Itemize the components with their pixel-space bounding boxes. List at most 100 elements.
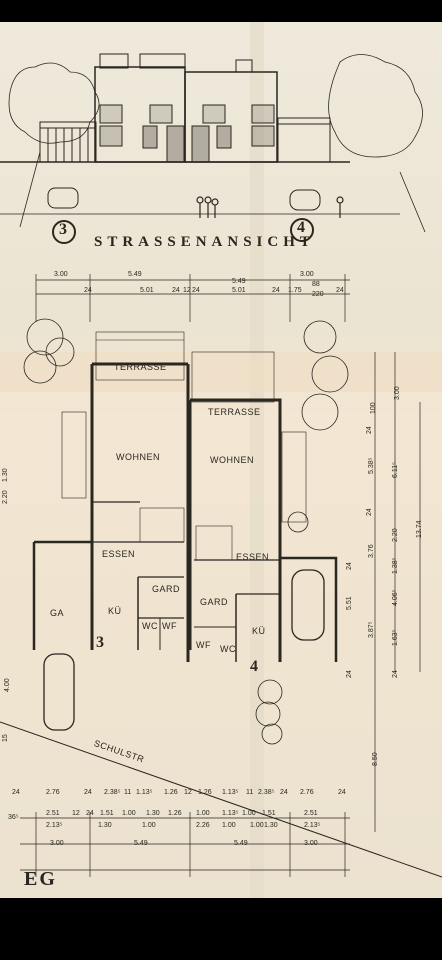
dim-bottom-r2-3: 1.30 (98, 822, 112, 829)
room-essen-left: ESSEN (102, 549, 136, 559)
garage-left-walls (32, 540, 92, 650)
room-gard-left: GARD (152, 584, 181, 594)
dim-bottom-r2-17: 1.00 (250, 822, 264, 829)
dim-right-3: 24 (366, 426, 373, 434)
dim-bottom-r1-14: 2.76 (300, 789, 314, 796)
car-left (47, 187, 79, 209)
dim-right-16: 24 (346, 670, 353, 678)
dim-bottom-r1-3: 24 (84, 789, 92, 796)
dim-bottom-r2-1: 36⁵ (8, 814, 19, 821)
dim-bottom-r1-1: 24 (12, 789, 20, 796)
dim-right-6: 13.74 (416, 520, 423, 538)
dim-bottom-r2-11: 1.26 (168, 810, 182, 817)
dim-top-r2-3: 24 (172, 287, 180, 294)
dim-bottom-r2-14: 1.13⁵ (222, 810, 239, 817)
dim-bottom-r2-2: 2.51 (46, 810, 60, 817)
people-figures (196, 196, 344, 218)
dim-right-8: 2.20 (392, 528, 399, 542)
car-front-left (43, 653, 75, 731)
dim-bottom-r3-2: 5.49 (134, 840, 148, 847)
room-wf-left: WF (162, 621, 177, 631)
dim-bottom-r2-13: 2.26 (196, 822, 210, 829)
dim-right-7: 24 (366, 508, 373, 516)
floor-label: EG (24, 868, 57, 890)
dim-bottom-r1-15: 24 (338, 789, 346, 796)
dim-bottom-r3-4: 3.00 (304, 840, 318, 847)
dim-bottom-r2-10: 1.30 (146, 810, 160, 817)
drawing-title: STRASSENANSICHT (94, 234, 315, 250)
dim-top-3: 5.49 (232, 278, 246, 285)
dim-bottom-r1-6: 1.13⁵ (136, 789, 153, 796)
dim-bottom-r2-12: 1.00 (196, 810, 210, 817)
dim-bottom-r2-20: 2.51 (304, 810, 318, 817)
dim-bottom-r1-4: 2.38⁵ (104, 789, 121, 796)
stairs (61, 411, 307, 561)
dim-right-17: 24 (392, 670, 399, 678)
dim-top-r2-7: 24 (272, 287, 280, 294)
street-elevation (0, 53, 426, 244)
dim-left-4: 15 (2, 734, 9, 742)
dim-right-12: 5.51 (346, 596, 353, 610)
dim-right-13: 4.06⁵ (392, 589, 399, 606)
tree-right (328, 54, 423, 158)
house-number-circle-4 (290, 218, 314, 242)
house-right-facade (184, 71, 278, 163)
dim-top-2: 5.49 (128, 271, 142, 278)
dim-bottom-r2-21: 2.13⁵ (304, 822, 321, 829)
dim-bottom-r2-9: 1.00 (142, 822, 156, 829)
dim-right-1: 3.00 (394, 386, 401, 400)
dim-bottom-r2-18: 1.51 (262, 810, 276, 817)
room-wohnen-right: WOHNEN (210, 455, 254, 465)
house-number-4: 4 (297, 219, 305, 236)
plan-house-number-3: 3 (96, 634, 104, 651)
dim-top-r2-4: 12 (183, 287, 191, 294)
dim-bottom-r2-19: 1.30 (264, 822, 278, 829)
terrace-left (95, 331, 185, 381)
dim-right-10: 3.76 (368, 544, 375, 558)
dim-top-r2-6: 5.01 (232, 287, 246, 294)
room-gard-right: GARD (200, 597, 229, 607)
dim-top-r2-5: 24 (192, 287, 200, 294)
house-4-walls (188, 398, 282, 662)
dim-bottom-r2-6: 24 (86, 810, 94, 817)
room-ga: GA (50, 608, 65, 618)
dim-right-2: 100 (370, 402, 377, 414)
dim-bottom-r3-3: 5.49 (234, 840, 248, 847)
dim-right-4: 5.38⁵ (368, 457, 375, 474)
dim-right-15: 1.63⁵ (392, 629, 399, 646)
dim-right-9: 1.38⁵ (392, 557, 399, 574)
room-wf-right: WF (196, 640, 211, 650)
room-terrasse-right: TERRASSE (208, 407, 261, 417)
dim-left-1: 2.20 (2, 490, 9, 504)
house-number-circle-3 (52, 220, 76, 244)
dim-bottom-r2-15: 1.00 (222, 822, 236, 829)
room-wc-left: WC (142, 621, 158, 631)
trees-plan (23, 318, 349, 745)
dim-left-2: 1.30 (2, 468, 9, 482)
room-wohnen-left: WOHNEN (116, 452, 160, 462)
dim-top-r2-2: 5.01 (140, 287, 154, 294)
room-kue-left: KÜ (108, 606, 122, 616)
dim-bottom-r1-11: 11 (246, 789, 254, 796)
dim-bottom-r1-2: 2.76 (46, 789, 60, 796)
dim-bottom-r1-10: 1.13⁵ (222, 789, 239, 796)
dim-bottom-r1-5: 11 (124, 789, 132, 796)
street-edge (0, 721, 442, 878)
dim-bottom-r1-8: 12 (184, 789, 192, 796)
architectural-drawing (0, 22, 442, 898)
terrace-right (191, 351, 275, 403)
garage-right (277, 117, 331, 163)
dim-top-r2-10: 220 (312, 291, 324, 298)
car-right (289, 189, 321, 211)
room-kue-right: KÜ (252, 626, 266, 636)
dim-bottom-r1-9: 1.26 (198, 789, 212, 796)
dim-top-r2-11: 24 (336, 287, 344, 294)
dim-bottom-r2-16: 1.00 (242, 810, 256, 817)
garage-left (39, 121, 97, 163)
dim-right-14: 3.87⁵ (368, 621, 375, 638)
dim-bottom-r3-1: 3.00 (50, 840, 64, 847)
dim-bottom-r2-8: 1.00 (122, 810, 136, 817)
dim-bottom-r1-13: 24 (280, 789, 288, 796)
room-essen-right: ESSEN (236, 552, 270, 562)
dim-top-r2-8: 1.75 (288, 287, 302, 294)
